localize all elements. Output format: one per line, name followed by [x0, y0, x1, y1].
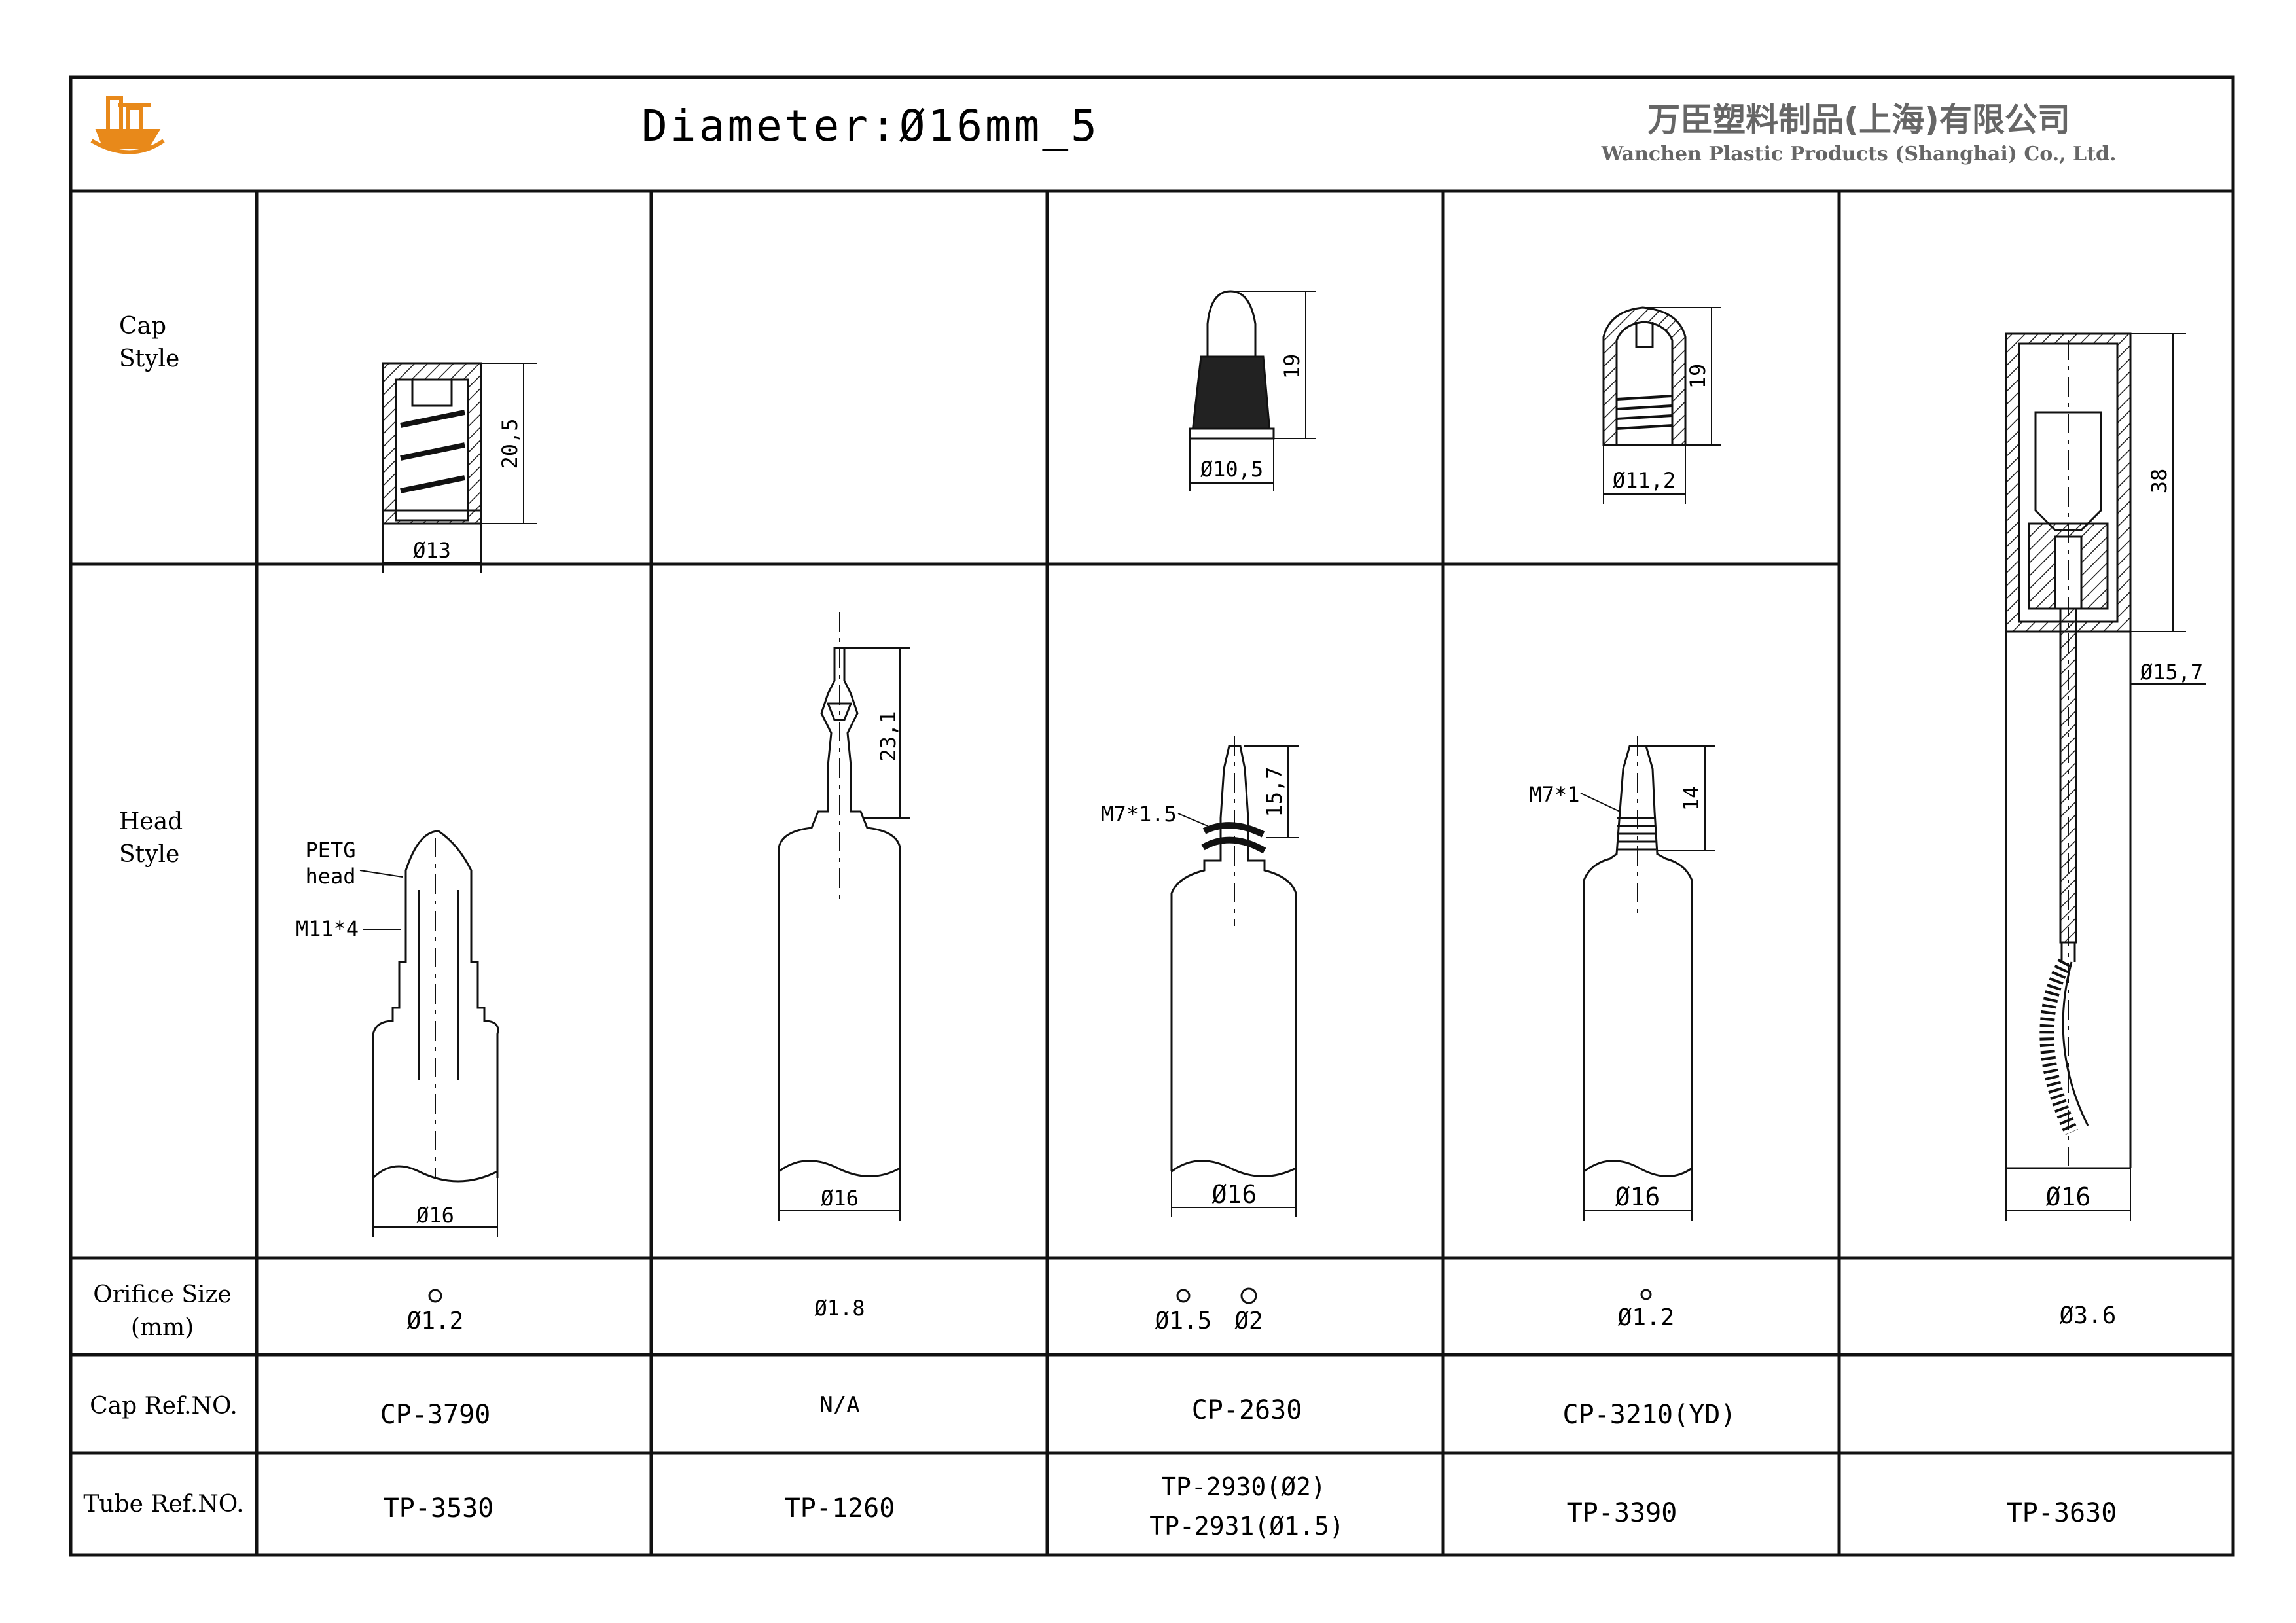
table-grid	[69, 75, 2235, 1557]
tube-ref-col3-b: TP-2931(Ø1.5)	[1149, 1512, 1344, 1541]
head-drawing-tp-1260	[778, 612, 910, 1221]
head-thread-label-col3: M7*1.5	[1101, 802, 1177, 827]
cap-height-dim-col5: 38	[2147, 469, 2172, 494]
cap-width-dim-col1: Ø13	[413, 538, 451, 563]
head-height-dim-col3: 15,7	[1262, 766, 1287, 817]
head-height-dim-col4: 14	[1679, 786, 1704, 812]
cap-width-dim-col4: Ø11,2	[1613, 468, 1676, 493]
cap-height-dim-col4: 19	[1685, 364, 1710, 389]
company-name-cn: 万臣塑料制品(上海)有限公司	[1647, 101, 2070, 139]
head-label-petg: PETG	[305, 838, 355, 863]
row-label-tube-ref: Tube Ref.NO.	[83, 1491, 243, 1518]
orifice-col3-b: Ø2	[1234, 1308, 1263, 1334]
tube-ref-col2: TP-1260	[785, 1493, 895, 1524]
page-title: Diameter:Ø16mm_5	[641, 101, 1100, 151]
orifice-col5: Ø3.6	[2060, 1302, 2117, 1329]
orifice-col1: Ø1.2	[407, 1308, 464, 1334]
row-label-head-style-2: Style	[119, 841, 179, 868]
head-width-dim-col1: Ø16	[416, 1203, 454, 1228]
head-thread-label-col1: M11*4	[296, 916, 359, 941]
cap-width-dim-col5: Ø15,7	[2140, 660, 2203, 685]
company-logo	[90, 96, 165, 154]
head-drawing-tp-3530	[359, 830, 499, 1237]
head-width-dim-col5: Ø16	[2046, 1183, 2091, 1211]
cap-ref-col1: CP-3790	[380, 1400, 491, 1430]
cap-height-dim-col1: 20,5	[497, 418, 522, 469]
row-label-cap-ref: Cap Ref.NO.	[90, 1393, 238, 1419]
cap-width-dim-col3: Ø10,5	[1200, 457, 1263, 482]
cap-ref-col4: CP-3210(YD)	[1563, 1400, 1736, 1430]
head-drawing-tp-2930	[1170, 736, 1299, 1217]
head-thread-label-col4: M7*1	[1529, 782, 1579, 807]
cap-drawing-cp-3790	[382, 362, 537, 573]
row-label-orifice-1: Orifice Size	[93, 1281, 232, 1308]
row-label-head-style-1: Head	[119, 808, 183, 835]
row-label-cap-style-2: Style	[119, 346, 179, 372]
orifice-col3-a: Ø1.5	[1155, 1308, 1212, 1334]
head-label-head: head	[305, 864, 355, 889]
cap-drawing-cp-2630	[1189, 290, 1316, 491]
cap-drawing-cp-3210	[1602, 306, 1721, 504]
cap-ref-col2: N/A	[819, 1392, 859, 1418]
head-drawing-tp-3390	[1580, 736, 1715, 1221]
row-label-cap-style-1: Cap	[119, 313, 166, 340]
cap-and-head-drawing-tp-3630	[2005, 332, 2206, 1221]
head-width-dim-col3: Ø16	[1212, 1180, 1257, 1209]
orifice-col2: Ø1.8	[814, 1296, 865, 1321]
row-label-orifice-2: (mm)	[131, 1314, 194, 1341]
head-width-dim-col2: Ø16	[821, 1186, 859, 1211]
orifice-circles	[428, 1287, 1652, 1304]
tube-ref-col5: TP-3630	[2007, 1498, 2117, 1528]
tube-ref-col3-a: TP-2930(Ø2)	[1161, 1472, 1326, 1501]
head-width-dim-col4: Ø16	[1615, 1183, 1660, 1211]
tube-ref-col4: TP-3390	[1567, 1498, 1677, 1528]
orifice-col4: Ø1.2	[1618, 1304, 1675, 1331]
company-name-en: Wanchen Plastic Products (Shanghai) Co.,…	[1601, 143, 2117, 166]
cap-height-dim-col3: 19	[1280, 354, 1304, 380]
tube-ref-col1: TP-3530	[384, 1493, 494, 1524]
cap-ref-col3: CP-2630	[1192, 1395, 1302, 1425]
head-height-dim-col2: 23,1	[876, 711, 901, 761]
